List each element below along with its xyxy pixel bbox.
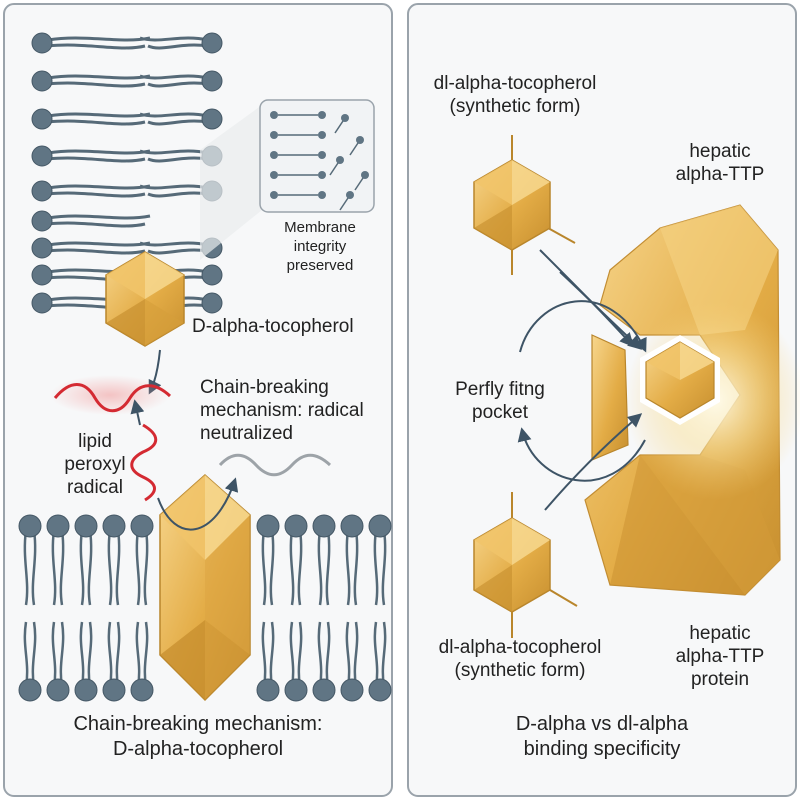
inset-callout-beam — [200, 105, 262, 260]
mechanism-label-line: mechanism: radical — [200, 400, 364, 421]
lipid-column — [18, 514, 42, 702]
binding-pocket-wedge — [591, 334, 629, 461]
vitamin-label: D-alpha-tocopherol — [192, 316, 354, 337]
bottom-form-label: dl-alpha-tocopherol (synthetic form) — [420, 636, 620, 682]
top-form-label: dl-alpha-tocopherol (synthetic form) — [420, 72, 610, 118]
lipid-pair — [31, 70, 223, 92]
radical-label-line: radical — [67, 477, 123, 498]
lipid-column — [130, 514, 154, 702]
left-caption-line: D-alpha-tocopherol — [112, 738, 284, 760]
protein-label-top: hepatic alpha-TTP — [650, 140, 790, 186]
lipid-pair — [31, 32, 223, 54]
mechanism-label-line: Chain-breaking — [200, 377, 329, 398]
top-form-label-line: dl-alpha-tocopherol — [433, 73, 597, 94]
lower-membrane — [18, 514, 392, 702]
pocket-label-line: Perfly fitng — [455, 379, 545, 400]
bottom-form-label-line: (synthetic form) — [454, 660, 586, 681]
lipid-column — [46, 514, 70, 702]
radical-wave-vertical — [130, 423, 158, 502]
protein-label-top-line: alpha-TTP — [675, 164, 765, 185]
right-caption-line: binding specificity — [523, 738, 681, 760]
lipid-column — [256, 514, 280, 702]
radical-label-line: peroxyl — [64, 454, 126, 475]
top-dl-alpha-molecule — [473, 135, 576, 275]
d-alpha-tocopherol-in-membrane — [159, 473, 251, 702]
radical-wave-top — [53, 383, 172, 413]
bound-tocopherol — [640, 335, 720, 425]
protein-label-bottom-line: alpha-TTP — [675, 646, 765, 667]
neutralized-wave — [218, 453, 332, 477]
upper-membrane — [31, 32, 223, 314]
protein-label-bottom-line: protein — [690, 669, 750, 690]
inset-label-line: integrity — [293, 238, 347, 255]
arrow-up-to-radical — [130, 399, 145, 426]
lipid-column — [102, 514, 126, 702]
arrow-bottom-to-pocket — [544, 413, 643, 511]
lipid-pair — [31, 210, 151, 232]
membrane-inset — [259, 99, 375, 213]
bottom-dl-alpha-molecule — [473, 492, 578, 638]
protein-label-bottom-line: hepatic — [689, 623, 751, 644]
arrow-curve-upper — [519, 300, 647, 353]
pocket-label-line: pocket — [472, 402, 528, 423]
inset-label: Membrane integrity preserved — [270, 218, 370, 275]
pocket-label: Perfly fitng pocket — [425, 378, 575, 424]
lipid-column — [74, 514, 98, 702]
arrow-radical-to-neutral — [157, 477, 239, 531]
mechanism-label: Chain-breaking mechanism: radical neutra… — [200, 376, 364, 445]
protein-label-top-line: hepatic — [689, 141, 751, 162]
mechanism-label-line: neutralized — [200, 423, 293, 444]
right-caption-line: D-alpha vs dl-alpha — [515, 713, 689, 735]
lipid-pair — [31, 108, 223, 130]
inset-lipids — [270, 111, 369, 211]
protein-label-bottom: hepatic alpha-TTP protein — [655, 622, 785, 691]
top-form-label-line: (synthetic form) — [449, 96, 581, 117]
lipid-column — [368, 514, 392, 702]
arrow-top-to-pocket-2 — [559, 271, 643, 350]
lipid-column — [284, 514, 308, 702]
radical-label: lipid peroxyl radical — [56, 430, 134, 499]
radical-label-line: lipid — [78, 431, 112, 452]
inset-label-line: Membrane — [284, 219, 356, 236]
left-caption-line: Chain-breaking mechanism: — [73, 713, 323, 735]
lipid-column — [312, 514, 336, 702]
right-caption: D-alpha vs dl-alpha binding specificity — [408, 712, 796, 762]
lipid-column — [340, 514, 364, 702]
d-alpha-tocopherol-molecule — [105, 251, 185, 347]
bottom-form-label-line: dl-alpha-tocopherol — [438, 637, 602, 658]
arrow-curve-lower — [517, 427, 646, 482]
left-caption: Chain-breaking mechanism: D-alpha-tocoph… — [4, 712, 392, 762]
inset-label-line: preserved — [286, 257, 354, 274]
